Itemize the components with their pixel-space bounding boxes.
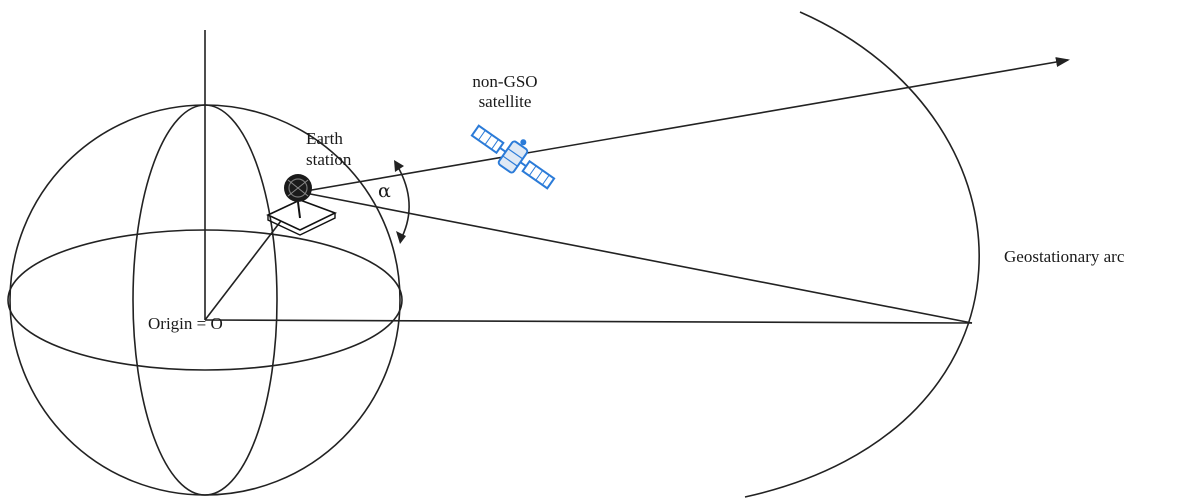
angle-label: α [378, 180, 391, 202]
station-to-satellite-arrow [299, 57, 1070, 193]
satellite-dish-icon [266, 174, 338, 236]
earth-station-label-line1: Earth [306, 129, 343, 148]
satellite-icon [470, 124, 556, 190]
origin-to-geo-line [204, 319, 973, 324]
earth-station-label-line2: station [306, 150, 352, 169]
station-to-geo-line [299, 191, 973, 324]
satellite-label-line1: non-GSO [472, 72, 537, 91]
angle-arc-arrowhead-bottom [396, 231, 406, 244]
satellite-label-line2: satellite [479, 92, 532, 111]
origin-label: Origin = O [148, 314, 223, 333]
angle-arc-arrowhead-top [394, 160, 404, 172]
geostationary-arc-label: Geostationary arc [1004, 247, 1125, 266]
geostationary-arc [744, 11, 980, 498]
angle-arc [397, 166, 410, 238]
